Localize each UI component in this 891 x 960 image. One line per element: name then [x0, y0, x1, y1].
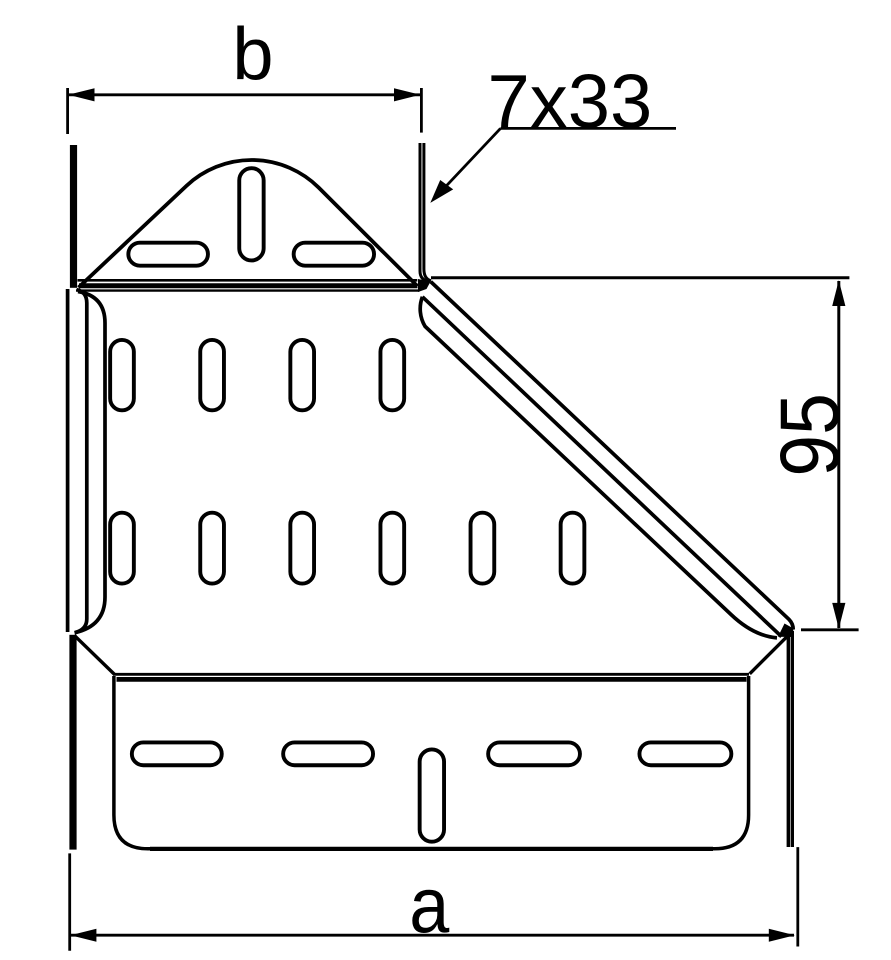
svg-text:a: a	[409, 861, 450, 950]
svg-text:b: b	[232, 13, 273, 96]
svg-text:7x33: 7x33	[488, 60, 653, 145]
svg-text:95: 95	[762, 393, 856, 476]
